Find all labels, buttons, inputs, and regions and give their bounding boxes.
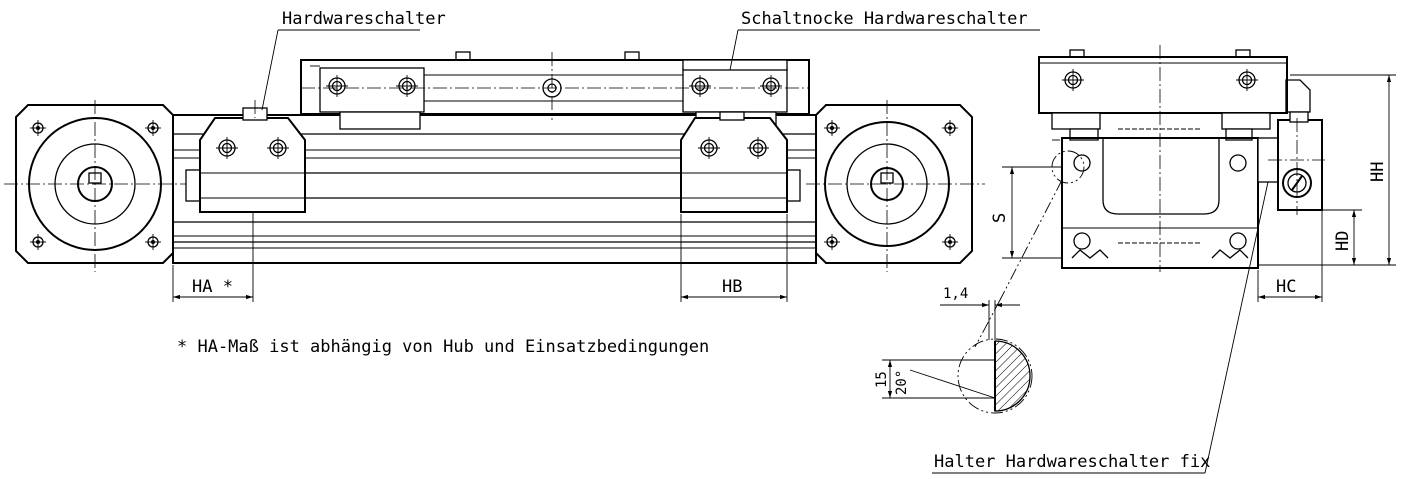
dimension-hc: HC: [1257, 210, 1323, 302]
hardwareschalter-label: Hardwareschalter: [282, 9, 446, 29]
halter-label: Halter Hardwareschalter fix: [934, 452, 1210, 472]
leader-hardwareschalter: Hardwareschalter: [261, 9, 446, 111]
schaltnocke-label: Schaltnocke Hardwareschalter: [741, 9, 1028, 29]
left-motor-flange: [4, 100, 186, 272]
dimension-ha: HA *: [172, 212, 254, 302]
detail-angle-label: 20°: [894, 370, 910, 395]
right-switch-block: [680, 111, 788, 213]
dimension-hb: HB: [680, 214, 788, 302]
leader-halter: Halter Hardwareschalter fix: [932, 181, 1269, 474]
front-view: HA * HB Hardwareschalter Schaltnocke Har…: [4, 9, 1040, 357]
hh-label: HH: [1368, 162, 1388, 182]
detail-view: 15 20° 1,4: [874, 286, 1033, 414]
detail-height-label: 15: [874, 371, 890, 388]
left-switch-block: [199, 100, 306, 213]
right-motor-flange: [806, 100, 985, 272]
footnote: * HA-Maß ist abhängig von Hub und Einsat…: [177, 337, 709, 357]
detail-offset-label: 1,4: [943, 286, 968, 302]
hd-label: HD: [1333, 231, 1353, 251]
hc-label: HC: [1276, 277, 1296, 297]
ha-label: HA *: [192, 277, 233, 297]
dimension-s: S: [990, 166, 1062, 259]
side-view: S HH HD HC: [874, 45, 1396, 474]
dimension-hd: HD: [1322, 209, 1362, 265]
dimension-hh: HH: [1258, 74, 1396, 266]
s-label: S: [990, 213, 1010, 223]
hb-label: HB: [722, 277, 742, 297]
leader-schaltnocke: Schaltnocke Hardwareschalter: [729, 9, 1040, 71]
